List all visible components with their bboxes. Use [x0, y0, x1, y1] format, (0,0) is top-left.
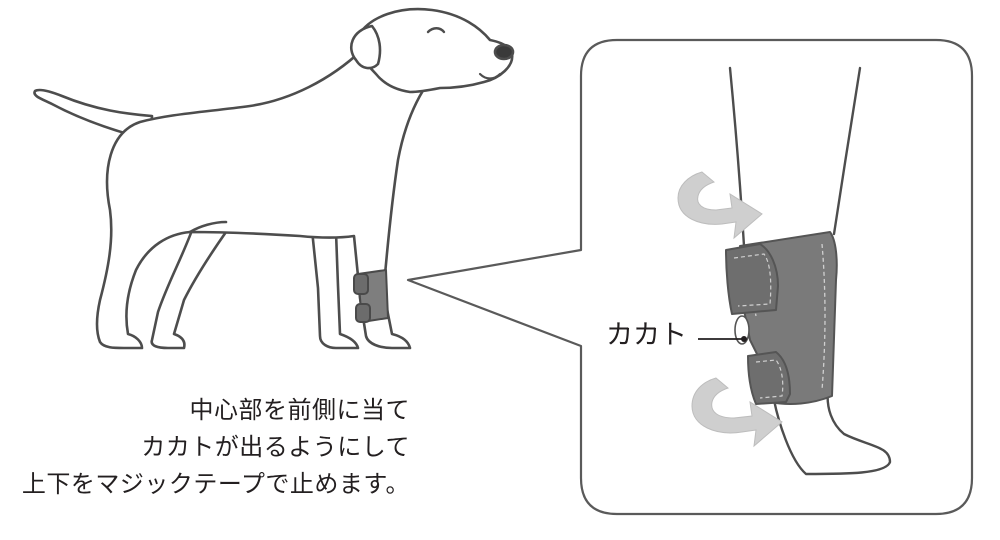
brace-stitch-right — [821, 243, 826, 391]
dog-brace-strap-top — [353, 273, 369, 295]
dog-body — [95, 48, 432, 350]
dog-far-front-leg — [310, 228, 360, 350]
callout-frame — [406, 38, 974, 516]
dog-leg-brace — [353, 269, 389, 323]
dog-nose — [493, 43, 515, 61]
dog-tail — [33, 88, 154, 142]
wrap-arrow-top — [677, 171, 763, 240]
dog-eye — [426, 27, 446, 34]
dog-head — [356, 7, 514, 94]
leg-back-line — [832, 66, 862, 236]
caption-line-3: 上下をマジックテープで止めます。 — [21, 470, 410, 498]
caption-line-1: 中心部を前側に当て — [189, 396, 410, 424]
brace-strap-bottom — [747, 351, 791, 405]
detail-callout — [406, 38, 974, 516]
leg-brace — [725, 231, 838, 405]
dog-ear — [350, 24, 382, 70]
heel-pointer — [698, 336, 747, 342]
paw-outline — [772, 388, 892, 476]
heel-pointer-dot — [741, 336, 747, 342]
dog-illustration — [33, 7, 515, 350]
dog-belly-line — [188, 220, 228, 234]
heel-label: カカト — [606, 320, 687, 351]
wrap-arrow-bottom — [691, 377, 783, 448]
curved-wrap-arrow — [677, 171, 783, 448]
brace-strap-bottom-stitch — [755, 359, 784, 399]
brace-strap-top — [725, 243, 779, 315]
dog-mouth — [478, 72, 502, 80]
dog-far-hind-leg — [150, 220, 228, 350]
caption-line-2: カカトが出るようにして — [141, 433, 410, 461]
dog-brace-strap-bottom — [355, 303, 371, 323]
instruction-caption: 中心部を前側に当て カカトが出るようにして 上下をマジックテープで止めます。 — [20, 392, 410, 503]
brace-strap-top-stitch — [733, 253, 772, 307]
